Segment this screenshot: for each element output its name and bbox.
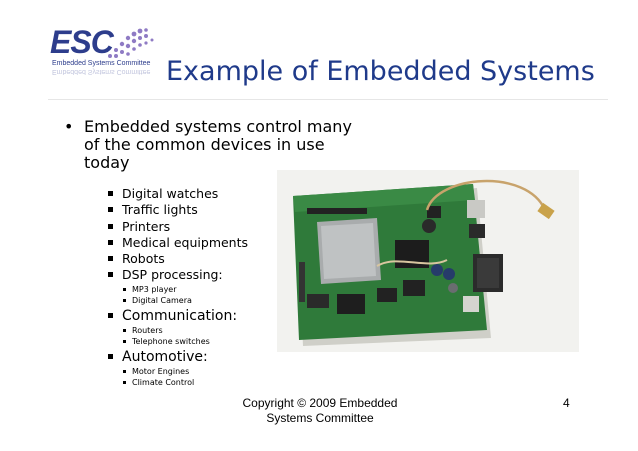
list-item: Digital watches bbox=[108, 186, 248, 202]
slide-title: Example of Embedded Systems bbox=[166, 56, 595, 87]
list-item: Medical equipments bbox=[108, 235, 248, 251]
sub-list-item: Digital Camera bbox=[122, 295, 248, 307]
esc-logo: ESC Embedded Systems Committee Embedded … bbox=[48, 24, 163, 82]
list-item: Printers bbox=[108, 219, 248, 235]
copyright-line-1: Copyright © 2009 Embedded bbox=[242, 396, 398, 410]
circuit-board-photo bbox=[277, 170, 579, 352]
list-item: Communication: bbox=[108, 307, 248, 325]
list-item: DSP processing: bbox=[108, 267, 248, 283]
logo-tagline: Embedded Systems Committee bbox=[52, 60, 151, 67]
logo-tagline-reflection: Embedded Systems Committee bbox=[52, 68, 151, 75]
logo-dots-icon bbox=[108, 28, 154, 58]
title-divider bbox=[48, 99, 608, 100]
list-item: Traffic lights bbox=[108, 202, 248, 218]
bullet-dot-icon: • bbox=[64, 117, 74, 136]
footer-copyright: Copyright © 2009 Embedded Systems Commit… bbox=[240, 396, 400, 426]
sub-list-item: MP3 player bbox=[122, 284, 248, 296]
main-bullet-text: Embedded systems control many of the com… bbox=[84, 117, 352, 172]
sub-list-item: Routers bbox=[122, 325, 248, 337]
logo-text: ESC bbox=[50, 24, 114, 60]
list-item: Automotive: bbox=[108, 348, 248, 366]
device-list: Digital watches Traffic lights Printers … bbox=[108, 186, 248, 389]
communication-sublist: Routers Telephone switches bbox=[108, 325, 248, 348]
page-number: 4 bbox=[563, 396, 570, 410]
sub-list-item: Telephone switches bbox=[122, 336, 248, 348]
sub-list-item: Climate Control bbox=[122, 377, 248, 389]
automotive-sublist: Motor Engines Climate Control bbox=[108, 366, 248, 389]
dsp-sublist: MP3 player Digital Camera bbox=[108, 284, 248, 307]
copyright-line-2: Systems Committee bbox=[266, 411, 374, 425]
circuit-board-image bbox=[277, 170, 579, 352]
list-item: Robots bbox=[108, 251, 248, 267]
main-bullet: • Embedded systems control many of the c… bbox=[64, 117, 364, 172]
sub-list-item: Motor Engines bbox=[122, 366, 248, 378]
